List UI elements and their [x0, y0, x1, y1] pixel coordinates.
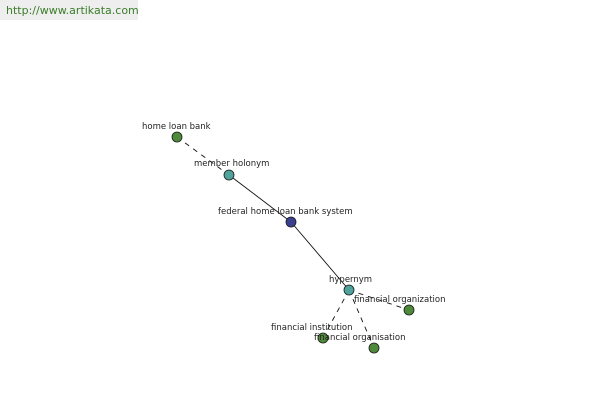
node-federal-home-loan-bank-system[interactable] [285, 216, 297, 228]
node-label-home-loan-bank[interactable]: home loan bank [142, 122, 211, 132]
node-label-hypernym[interactable]: hypernym [329, 275, 372, 285]
node-financial-institution[interactable] [317, 332, 329, 344]
edge-federal-home-loan-bank-system-hypernym [290, 221, 350, 291]
node-label-financial-organisation[interactable]: financial organisation [314, 333, 405, 343]
node-label-member-holonym[interactable]: member holonym [194, 159, 269, 169]
node-label-federal-home-loan-bank-system[interactable]: federal home loan bank system [218, 207, 353, 217]
url-bar: http://www.artikata.com [0, 0, 139, 20]
edge-member-holonym-federal-home-loan-bank-system [228, 174, 292, 223]
node-financial-organization[interactable] [403, 304, 415, 316]
edges-layer [176, 136, 410, 349]
node-label-financial-organization[interactable]: financial organization [354, 295, 446, 305]
node-member-holonym[interactable] [223, 169, 235, 181]
nodes-layer: home loan bank member holonym federal home… [142, 122, 446, 354]
node-hypernym[interactable] [343, 284, 355, 296]
site-url[interactable]: http://www.artikata.com [6, 4, 139, 17]
edge-home-loan-bank-member-holonym [176, 136, 230, 176]
node-label-financial-institution[interactable]: financial institution [271, 323, 353, 333]
edge-hypernym-financial-organisation [348, 289, 375, 349]
node-home-loan-bank[interactable] [171, 131, 183, 143]
edge-hypernym-financial-organization [348, 289, 410, 311]
node-financial-organisation[interactable] [368, 342, 380, 354]
